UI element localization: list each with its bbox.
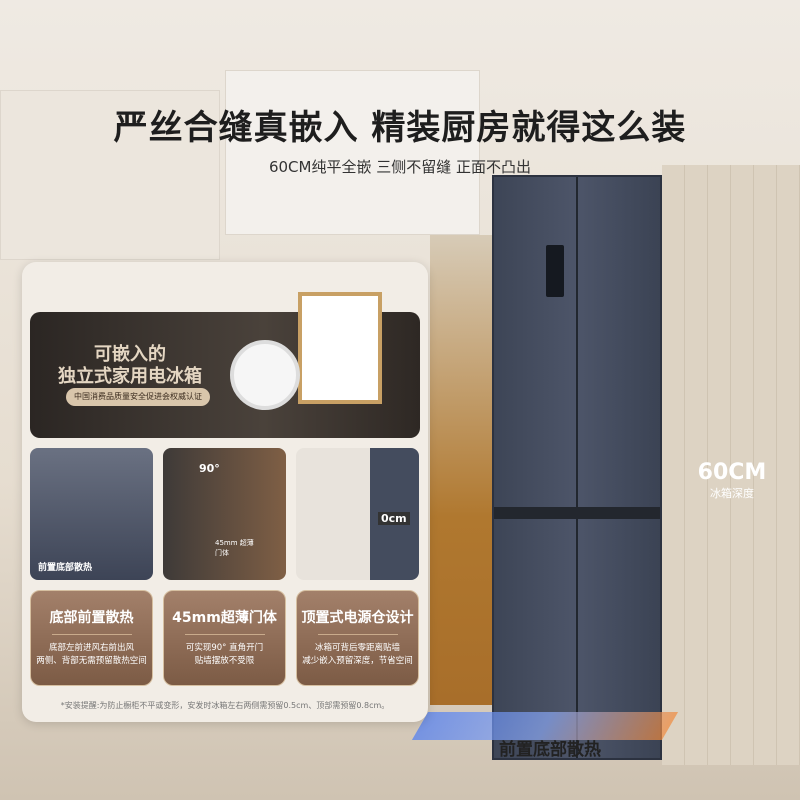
tile-top-power: 0cm bbox=[296, 448, 419, 580]
magnifier-icon bbox=[230, 340, 300, 410]
feature-title: 45mm超薄门体 bbox=[172, 610, 277, 626]
door-split bbox=[576, 177, 578, 758]
headline: 严丝合缝真嵌入 精装厨房就得这么装 bbox=[113, 108, 687, 148]
upper-cabinets bbox=[225, 70, 480, 235]
tile-overlay: 前置底部散热 bbox=[38, 563, 93, 573]
feature-desc: 贴墙摆放不受限 bbox=[194, 656, 255, 666]
kitchen-counter bbox=[430, 235, 492, 705]
tile-bottom-cooling: 前置底部散热 bbox=[30, 448, 153, 580]
certification-banner: 可嵌入的 独立式家用电冰箱 中国消费品质量安全促进会权威认证 bbox=[30, 292, 420, 438]
feature-desc: 两侧、背部无需预留散热空间 bbox=[36, 656, 147, 666]
feature-desc: 减少嵌入预留深度，节省空间 bbox=[302, 656, 413, 666]
hero-line1: 可嵌入的 bbox=[94, 344, 166, 365]
drawer-handle bbox=[494, 507, 660, 519]
installation-note: *安装提醒:为防止橱柜不平或变形，安发时冰箱左右两侧需预留0.5cm、顶部需预留… bbox=[60, 701, 390, 710]
floor-label: 前置底部散热 bbox=[499, 740, 601, 760]
feature-bottom-cooling: 底部前置散热 底部左前进风右前出风 两侧、背部无需预留散热空间 bbox=[30, 590, 153, 686]
tile-overlay-2: 45mm 超薄门体 bbox=[215, 539, 254, 557]
tile-thin-door: 90° 45mm 超薄门体 bbox=[163, 448, 286, 580]
feature-top-power: 顶置式电源仓设计 冰箱可背后零距离贴墙 减少嵌入预留深度，节省空间 bbox=[296, 590, 419, 686]
feature-thin-door: 45mm超薄门体 可实现90° 直角开门 贴墙摆放不受限 bbox=[163, 590, 286, 686]
depth-label: 冰箱深度 bbox=[710, 487, 754, 500]
depth-callout: 60CM 冰箱深度 bbox=[672, 460, 792, 501]
tile-overlay: 0cm bbox=[378, 512, 410, 525]
feature-card: 可嵌入的 独立式家用电冰箱 中国消费品质量安全促进会权威认证 前置底部散热 90… bbox=[22, 262, 428, 722]
feature-title: 底部前置散热 bbox=[49, 610, 134, 626]
feature-desc: 底部左前进风右前出风 bbox=[48, 643, 134, 653]
feature-desc: 冰箱可背后零距离贴墙 bbox=[314, 643, 400, 653]
certificate-image bbox=[298, 292, 382, 404]
certification-badge: 中国消费品质量安全促进会权威认证 bbox=[66, 388, 210, 406]
feature-title: 顶置式电源仓设计 bbox=[301, 610, 414, 626]
side-wall-panel bbox=[662, 165, 800, 765]
control-display bbox=[546, 245, 564, 297]
left-wall-cabinet bbox=[0, 90, 220, 260]
subheadline: 60CM纯平全嵌 三侧不留缝 正面不凸出 bbox=[268, 158, 532, 176]
depth-value: 60CM bbox=[697, 460, 767, 485]
hero-line2: 独立式家用电冰箱 bbox=[58, 366, 202, 387]
tile-overlay: 90° bbox=[199, 462, 220, 475]
feature-desc: 可实现90° 直角开门 bbox=[185, 643, 264, 653]
refrigerator bbox=[492, 175, 662, 760]
